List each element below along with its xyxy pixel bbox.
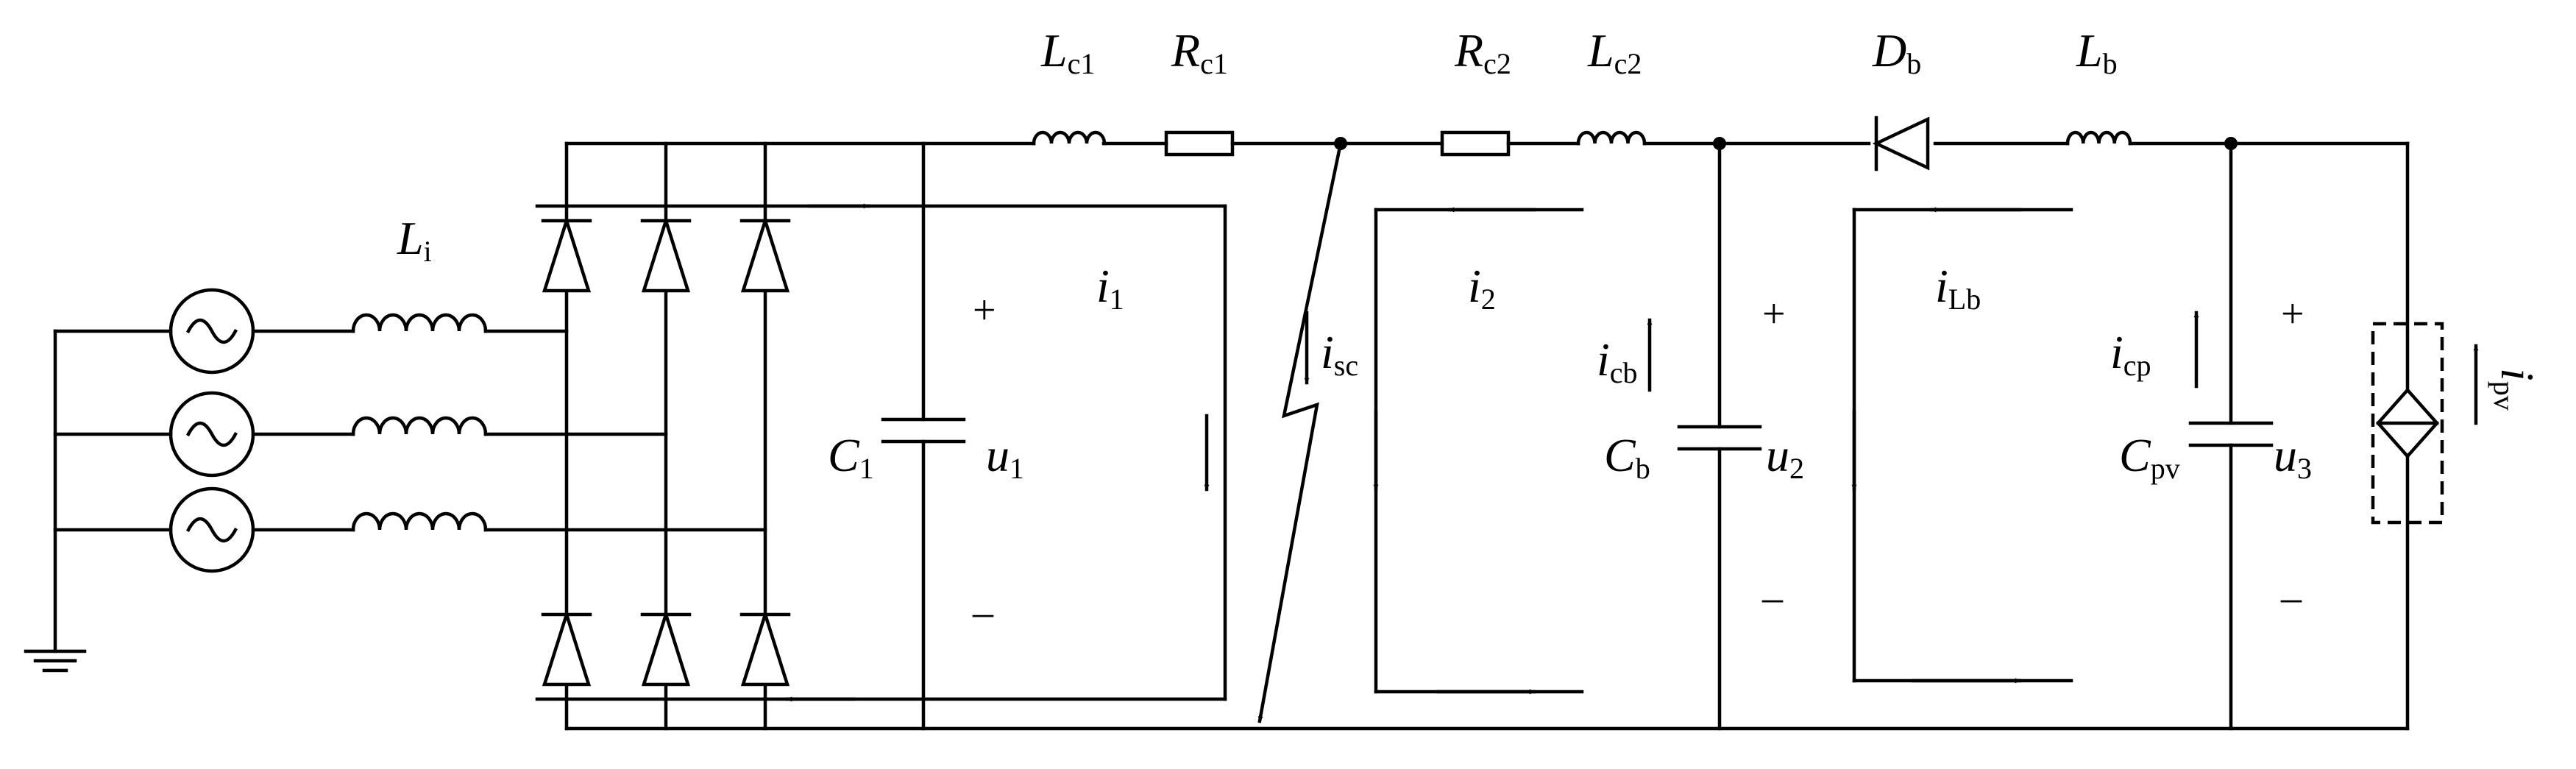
diode-icon [739,609,791,687]
diode-bridge [541,141,791,731]
label-isc: isc [1321,326,1358,382]
current-loop-i1 [535,203,1227,702]
plus-sign-u2: + [1762,291,1786,337]
label-i1: i1 [1096,260,1124,316]
diode-db-icon [1872,116,1930,171]
capacitor-cpv [2188,137,2274,731]
label-ipv: ipv [2488,368,2544,411]
ground-icon [24,649,87,673]
resistor-icon [1440,130,1511,157]
plus-sign-u3: + [2281,291,2304,337]
label-li: Li [397,212,432,268]
inductor-icon [2065,130,2132,146]
minus-sign-u1: – [972,589,994,635]
capacitor-cb [1647,137,1762,731]
label-c1: C1 [828,429,874,485]
diode-icon [640,609,692,687]
label-i2: i2 [1468,260,1496,316]
label-db: Db [1872,24,1921,80]
diode-icon [541,215,592,293]
capacitor-c1 [881,141,966,731]
label-rc1: Rc1 [1171,24,1228,80]
label-icb: icb [1597,333,1638,389]
short-circuit-path [1257,137,1347,723]
label-icp: icp [2110,326,2151,382]
label-ilb: iLb [1935,260,1981,316]
label-lb: Lb [2076,24,2118,80]
current-loop-iLb [1851,207,2073,684]
inductor-icon [1576,130,1647,146]
plus-sign-u1: + [973,288,996,333]
inductor-icon [351,416,668,436]
ac-source-group [24,288,355,673]
current-loop-i2 [1373,207,1584,695]
label-lc2: Lc2 [1587,24,1642,80]
diode-icon [541,609,592,687]
label-cb: Cb [1604,429,1650,485]
inductor-icon [1032,130,1107,146]
label-u3: u3 [2274,429,2312,485]
diode-icon [640,215,692,293]
label-lc1: Lc1 [1040,24,1095,80]
ac-source-icon [168,288,255,375]
inductor-icon [351,313,569,333]
ac-source-icon [168,486,255,573]
label-u1: u1 [986,429,1024,485]
diode-icon [739,215,791,293]
label-rc2: Rc2 [1454,24,1511,80]
text-labels: Lc1 Rc1 Rc2 Lc2 Db Lb Li i1 isc i2 icb i… [397,24,2544,635]
label-u2: u2 [1766,429,1804,485]
minus-sign-u3: – [2280,575,2302,620]
pv-current-source [2371,322,2479,525]
label-cpv: Cpv [2119,429,2180,485]
minus-sign-u2: – [1761,575,1784,620]
resistor-icon [1164,130,1235,157]
inductor-icon [351,511,767,532]
ac-source-icon [168,391,255,478]
